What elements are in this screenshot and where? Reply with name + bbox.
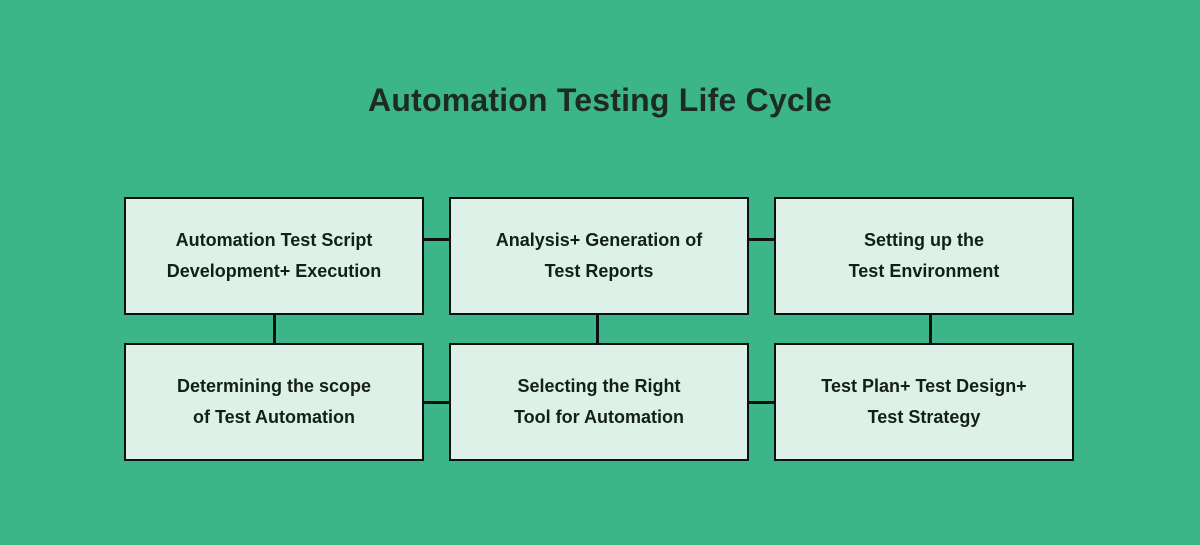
node-label-line: Determining the scope — [176, 376, 372, 396]
connector-row2-col2-col3 — [749, 401, 774, 404]
node-label-line: Selecting the Right — [517, 376, 681, 396]
node-selecting-the-right-tool-for-automation: Selecting the Right Tool for Automation — [449, 343, 749, 461]
node-setting-up-the-test-environment: Setting up the Test Environment — [774, 197, 1074, 315]
connector-col1-row1-row2 — [273, 315, 276, 343]
connector-row1-col2-col3 — [749, 238, 774, 241]
node-test-plan-test-design-test-strategy: Test Plan+ Test Design+ Test Strategy — [774, 343, 1074, 461]
node-label-line: Test Reports — [544, 261, 654, 281]
node-determining-the-scope-of-test-automation: Determining the scope of Test Automation — [124, 343, 424, 461]
connector-col2-row1-row2 — [596, 315, 599, 343]
connector-col3-row1-row2 — [929, 315, 932, 343]
node-label-line: Test Environment — [848, 261, 1000, 281]
node-label-line: of Test Automation — [193, 407, 355, 427]
node-label-line: Test Plan+ Test Design+ — [821, 376, 1027, 396]
node-label-line: Analysis+ Generation of — [495, 230, 703, 250]
node-label-line: Test Strategy — [867, 407, 981, 427]
node-label-line: Setting up the — [864, 230, 984, 250]
page-title: Automation Testing Life Cycle — [368, 82, 832, 118]
node-label-line: Tool for Automation — [514, 407, 684, 427]
connector-row2-col1-col2 — [424, 401, 449, 404]
node-label-line: Development+ Execution — [166, 261, 382, 281]
node-label-line: Automation Test Script — [175, 230, 373, 250]
node-analysis-generation-of-test-reports: Analysis+ Generation of Test Reports — [449, 197, 749, 315]
node-automation-test-script-development-execution: Automation Test Script Development+ Exec… — [124, 197, 424, 315]
connector-row1-col1-col2 — [424, 238, 449, 241]
